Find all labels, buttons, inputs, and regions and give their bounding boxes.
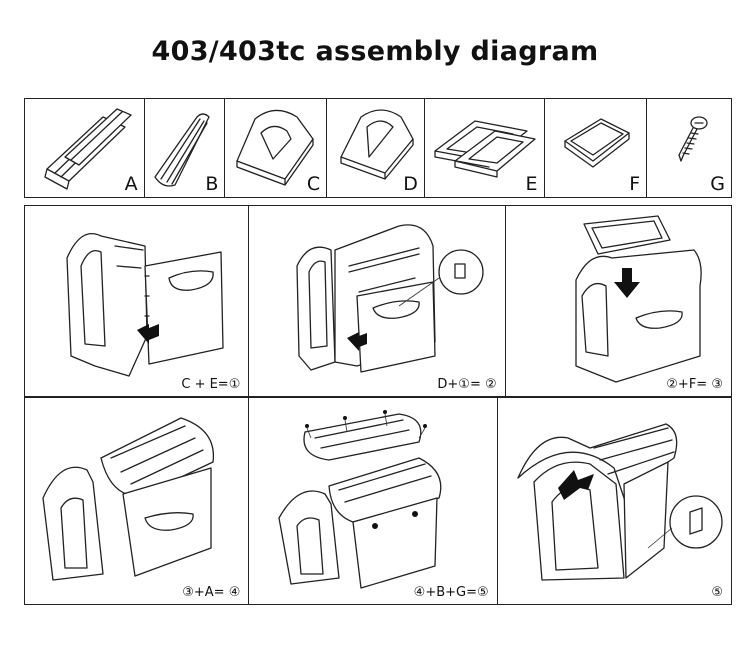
step-cell-4: ③+A= ④ bbox=[25, 398, 250, 604]
finished-doghouse-icon bbox=[517, 423, 723, 581]
screw-icon bbox=[678, 116, 708, 162]
steps-row-1: C + E=① D+①= ② ②+F= ③ bbox=[24, 205, 732, 397]
roof-ridge-panel-icon bbox=[154, 113, 210, 187]
part-label-c: C bbox=[306, 173, 321, 195]
attach-ridge-screws-icon bbox=[278, 410, 442, 589]
side-wall-panels-icon bbox=[434, 120, 536, 178]
part-label-d: D bbox=[403, 173, 418, 195]
part-cell-e: E bbox=[425, 99, 545, 197]
step-cell-5: ④+B+G=⑤ bbox=[249, 398, 498, 604]
step-cell-1: C + E=① bbox=[25, 206, 250, 396]
roof-panel-pair-icon bbox=[44, 108, 132, 190]
step-cell-2: D+①= ② bbox=[249, 206, 506, 396]
step-cell-3: ②+F= ③ bbox=[506, 206, 731, 396]
part-cell-g: G bbox=[647, 99, 731, 197]
step-caption-1: C + E=① bbox=[181, 377, 241, 392]
part-cell-a: A bbox=[25, 99, 145, 197]
attach-roof-icon bbox=[42, 417, 215, 581]
part-cell-d: D bbox=[327, 99, 425, 197]
part-cell-b: B bbox=[145, 99, 226, 197]
part-label-b: B bbox=[205, 173, 219, 195]
step-caption-2: D+①= ② bbox=[437, 377, 497, 392]
attach-back-wall-icon bbox=[296, 224, 485, 373]
step-caption-5: ④+B+G=⑤ bbox=[413, 585, 489, 600]
part-label-g: G bbox=[710, 173, 725, 195]
parts-row: A B C D E bbox=[24, 98, 732, 198]
front-wall-arch-icon bbox=[236, 109, 315, 186]
part-label-a: A bbox=[124, 173, 138, 195]
step-caption-4: ③+A= ④ bbox=[182, 585, 241, 600]
part-cell-c: C bbox=[225, 99, 328, 197]
part-label-e: E bbox=[525, 173, 538, 195]
page-title: 403/403tc assembly diagram bbox=[151, 36, 599, 67]
step-caption-3: ②+F= ③ bbox=[666, 377, 723, 392]
attach-floor-icon bbox=[574, 215, 702, 383]
back-wall-arch-icon bbox=[340, 109, 414, 180]
attach-side-wall-icon bbox=[66, 232, 224, 377]
steps-row-2: ③+A= ④ ④+B+G=⑤ bbox=[24, 397, 732, 605]
step-caption-6: ⑤ bbox=[711, 585, 723, 600]
floor-tray-icon bbox=[563, 118, 630, 168]
step-cell-6: ⑤ bbox=[498, 398, 731, 604]
part-label-f: F bbox=[629, 173, 641, 195]
part-cell-f: F bbox=[545, 99, 648, 197]
